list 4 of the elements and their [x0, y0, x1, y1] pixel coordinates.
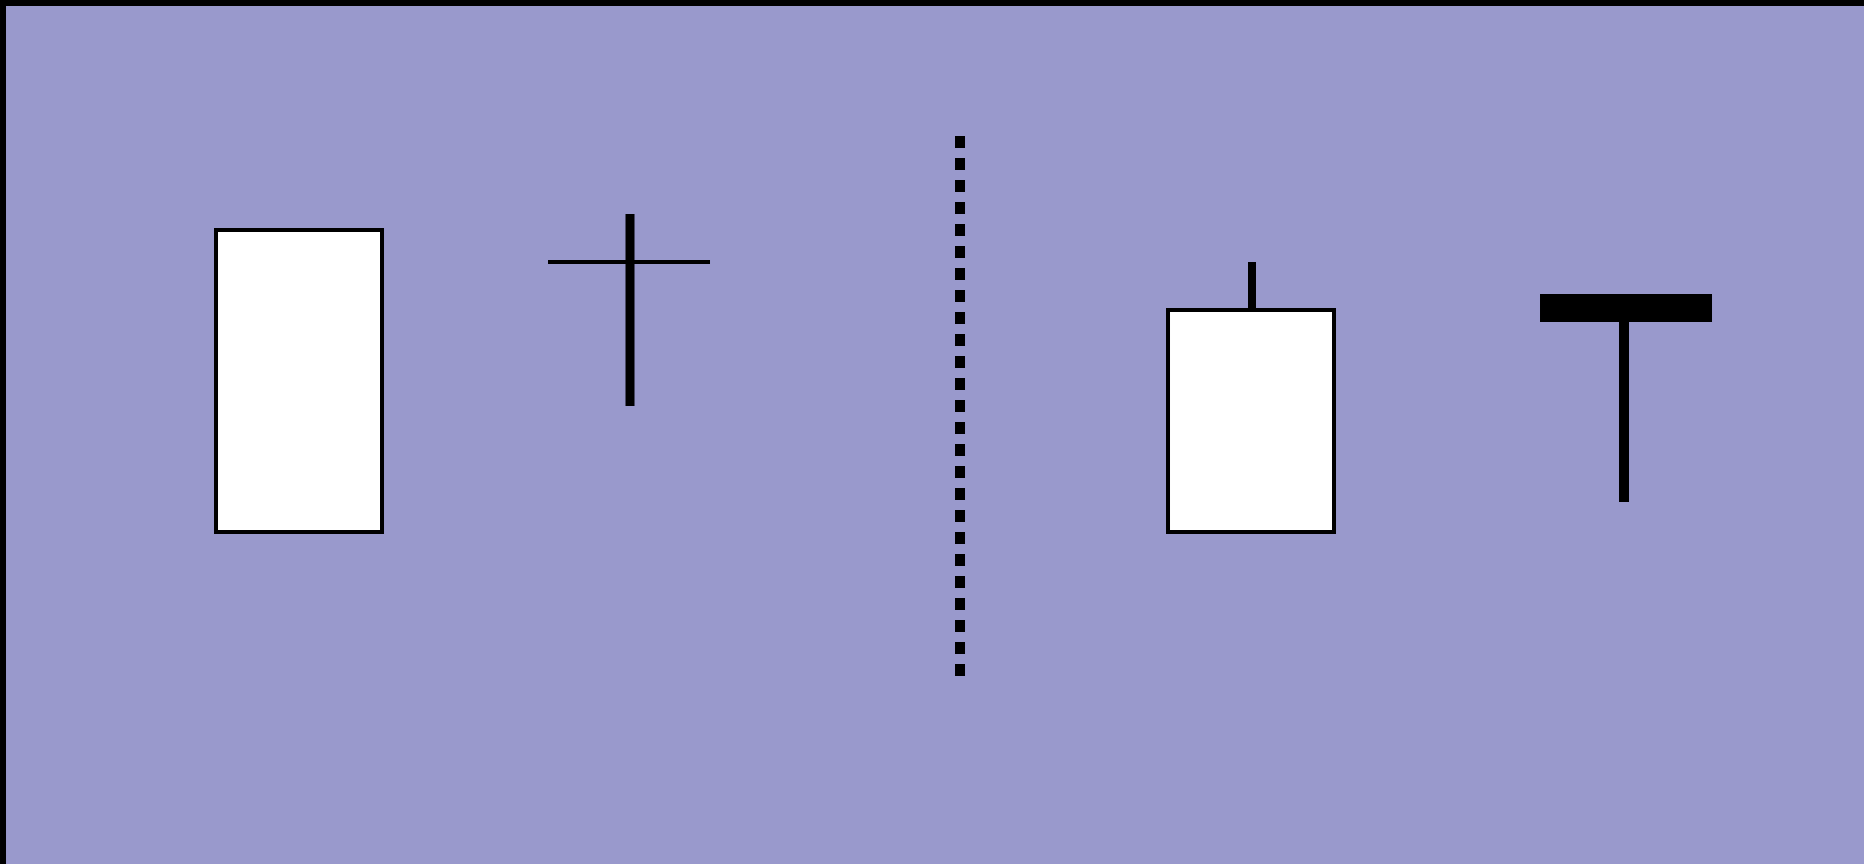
- candlestick: [214, 228, 384, 534]
- t-candlestick: [1540, 294, 1712, 502]
- candlestick: [1166, 262, 1336, 534]
- doji-candlestick: [548, 214, 710, 406]
